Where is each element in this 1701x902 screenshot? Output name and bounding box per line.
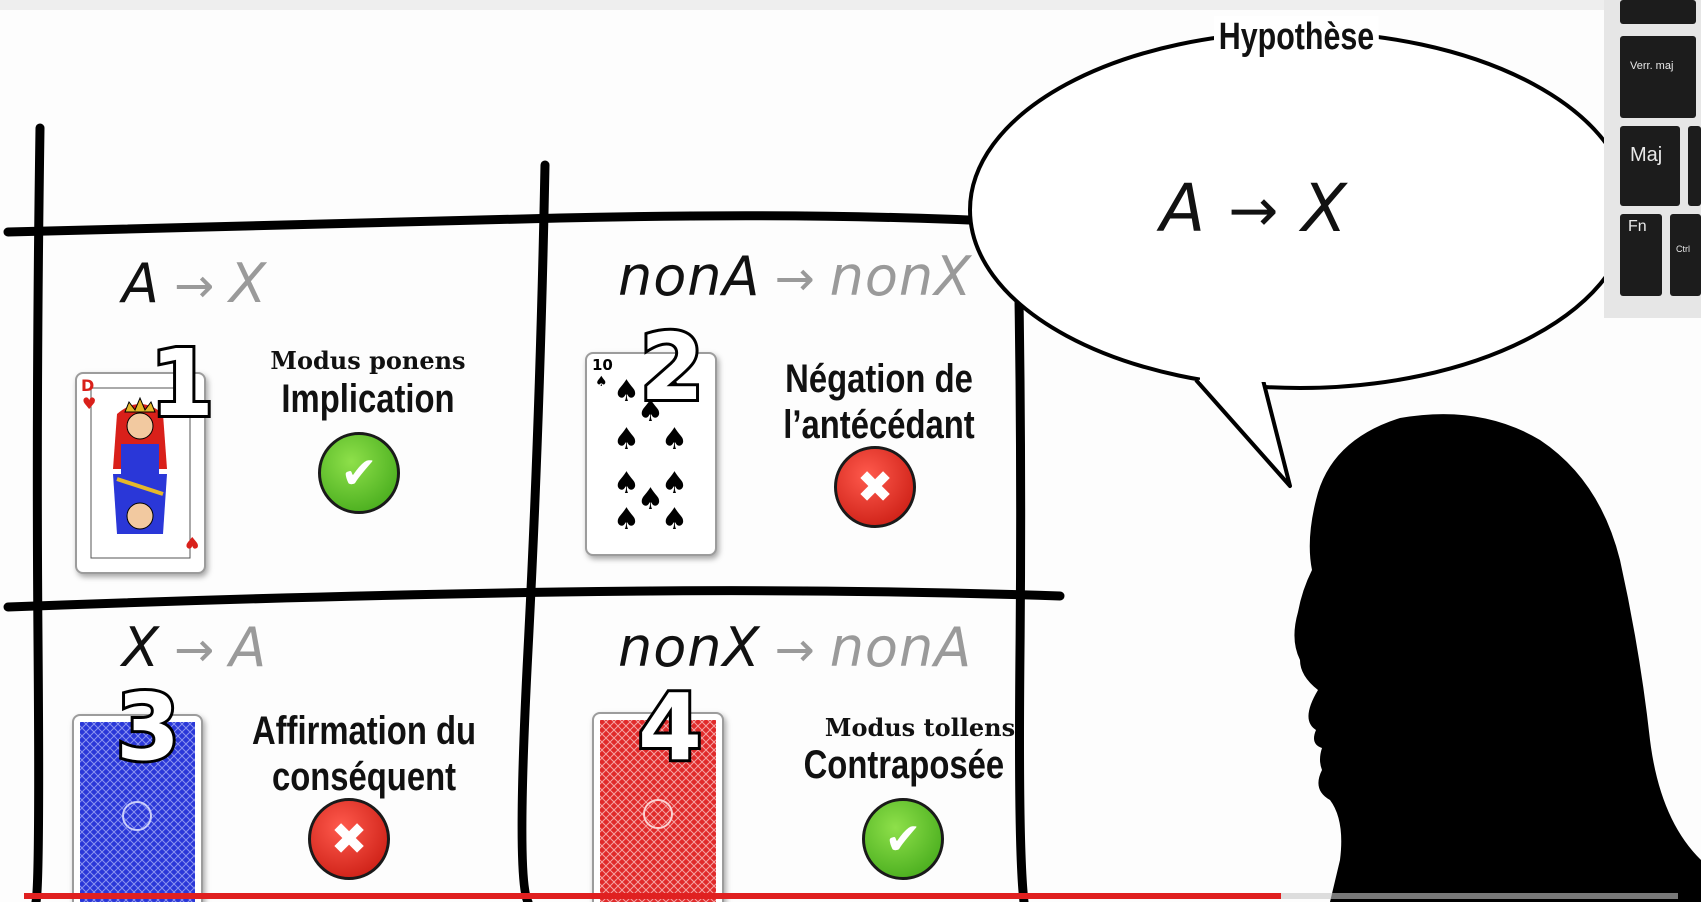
cross-icon: ✖ — [308, 798, 390, 880]
keyboard-key[interactable] — [1620, 0, 1696, 24]
ctrl-key[interactable]: Ctrl — [1670, 214, 1701, 296]
queen-of-hearts-card: D ♥ ♥ — [75, 372, 206, 574]
spade-icon: ♠ — [661, 422, 688, 457]
inference-label-line: Affirmation du — [251, 709, 477, 753]
formula-cell-1: A→X — [122, 252, 268, 315]
blue-card-back — [72, 714, 203, 902]
inference-label-2: Négation de l’antécédant — [763, 356, 994, 448]
check-icon: ✔ — [862, 798, 944, 880]
bubble-title: Hypothèse — [1214, 16, 1380, 59]
inference-label-line: Contraposée — [803, 743, 1005, 787]
formula-cell-4: nonX→nonA — [618, 616, 973, 679]
inference-label-3: Affirmation du conséquent — [244, 708, 483, 800]
spade-icon: ♠ — [661, 466, 688, 501]
caps-lock-key[interactable]: Verr. maj — [1620, 36, 1696, 118]
formula-cell-2: nonA→nonX — [618, 245, 973, 308]
cell-number-2: 2 — [637, 314, 707, 421]
check-icon: ✔ — [318, 432, 400, 514]
card-back-pattern — [80, 722, 195, 902]
top-strip — [0, 0, 1701, 10]
red-card-back — [592, 712, 724, 902]
inference-label-line: conséquent — [271, 755, 457, 799]
latin-name-1: Modus ponens — [270, 346, 466, 375]
spade-icon: ♠ — [595, 374, 608, 390]
queen-rank-label: D — [81, 376, 95, 395]
cell-number-3: 3 — [113, 674, 183, 781]
video-progress-bar[interactable] — [24, 893, 1678, 899]
card-back-pattern — [600, 720, 716, 902]
spade-pips: ♠ ♠ ♠ ♠ ♠ ♠ ♠ ♠ ♠ ♠ — [605, 372, 697, 537]
ten-of-spades-card: 10 ♠ ♠ ♠ ♠ ♠ ♠ ♠ ♠ ♠ ♠ ♠ — [585, 352, 717, 556]
cell-number-1: 1 — [147, 330, 217, 437]
keyboard-key[interactable] — [1688, 126, 1701, 206]
fn-key[interactable]: Fn — [1620, 214, 1662, 296]
spade-icon: ♠ — [661, 502, 688, 537]
shift-key[interactable]: Maj — [1620, 126, 1680, 206]
inference-label-1: Implication — [270, 376, 467, 422]
heart-icon: ♥ — [82, 394, 97, 413]
spade-icon: ♠ — [661, 374, 688, 409]
spade-icon: ♠ — [613, 422, 640, 457]
on-screen-keyboard: Verr. maj Maj Fn Ctrl — [1604, 0, 1701, 318]
video-progress-fill — [24, 893, 1282, 899]
queen-card-face — [90, 387, 191, 559]
spade-icon: ♠ — [613, 502, 640, 537]
spade-icon: ♠ — [613, 374, 640, 409]
spade-icon: ♠ — [613, 466, 640, 501]
spade-icon: ♠ — [637, 482, 664, 517]
latin-name-4: Modus tollens — [824, 713, 1016, 742]
inference-label-line: Implication — [281, 377, 455, 421]
hypothesis-formula: A→X — [1160, 170, 1348, 247]
spade-icon: ♠ — [637, 394, 664, 429]
inference-label-line: Négation de — [785, 357, 973, 401]
inference-label-4: Contraposée — [803, 742, 1005, 788]
inference-label-line: l’antécédant — [783, 403, 975, 447]
ten-rank-label: 10 — [592, 356, 613, 374]
cell-number-4: 4 — [635, 674, 705, 781]
formula-cell-3: X→A — [122, 616, 268, 679]
cross-icon: ✖ — [834, 446, 916, 528]
